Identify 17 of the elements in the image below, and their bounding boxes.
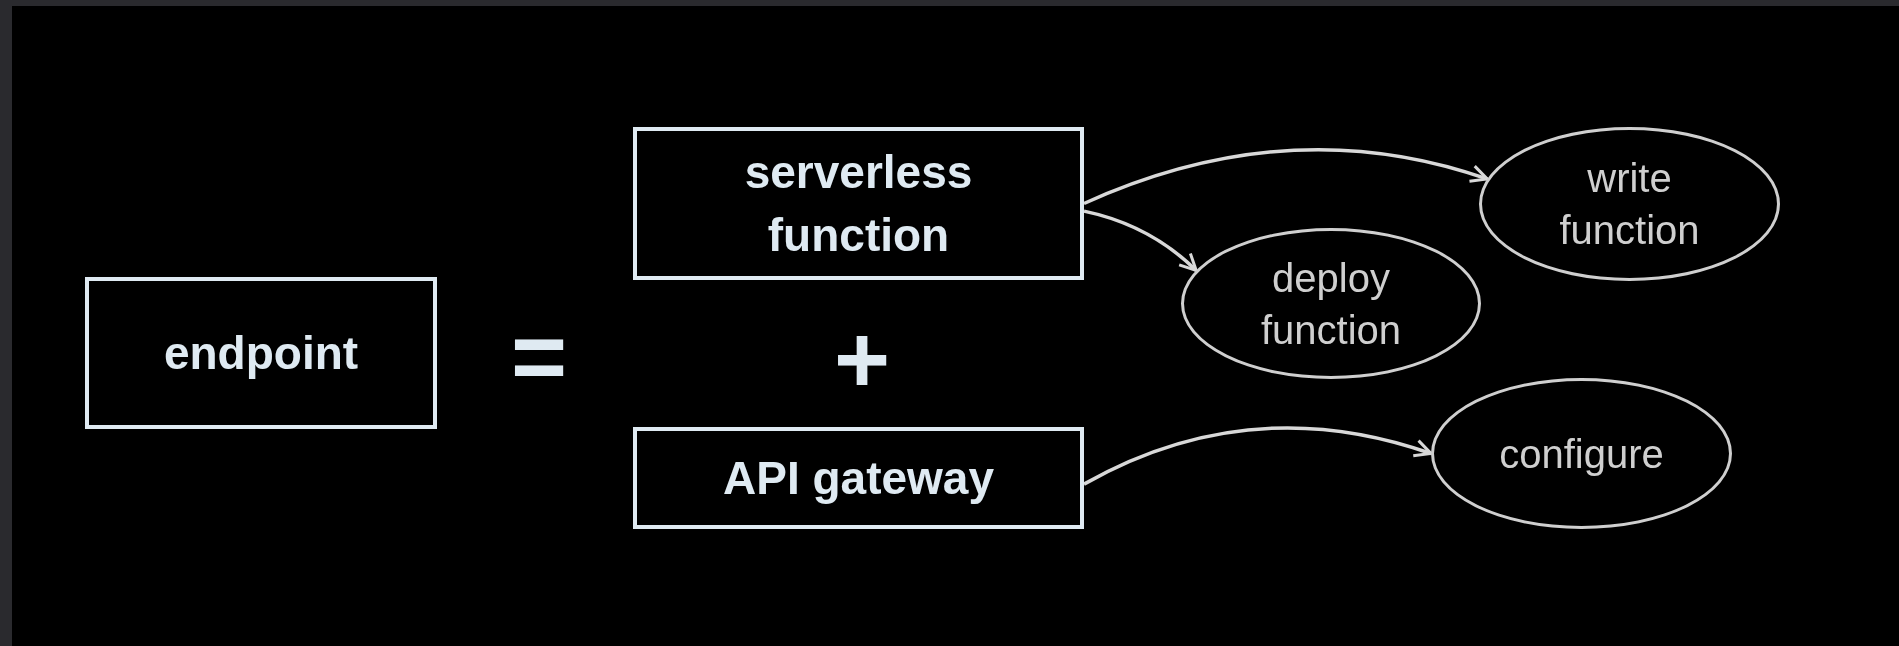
node-text: endpoint	[163, 325, 359, 381]
operator-sign: +	[833, 312, 891, 408]
node-text: configure	[1499, 430, 1664, 478]
node-text: API gateway	[723, 450, 994, 506]
process-box	[85, 277, 437, 429]
arrow	[1083, 147, 1489, 206]
node-text: deploy function	[1259, 254, 1403, 354]
process-box	[633, 127, 1084, 280]
operator-sign: =	[510, 309, 568, 405]
ellipse-node	[1479, 127, 1780, 281]
process-box	[633, 427, 1084, 529]
ellipse-node	[1431, 378, 1732, 529]
node-text: write function	[1558, 155, 1701, 254]
ellipse-node	[1181, 228, 1481, 379]
node-text: serverless function	[743, 145, 974, 263]
arrow	[1083, 209, 1198, 272]
arrow	[1083, 426, 1433, 486]
